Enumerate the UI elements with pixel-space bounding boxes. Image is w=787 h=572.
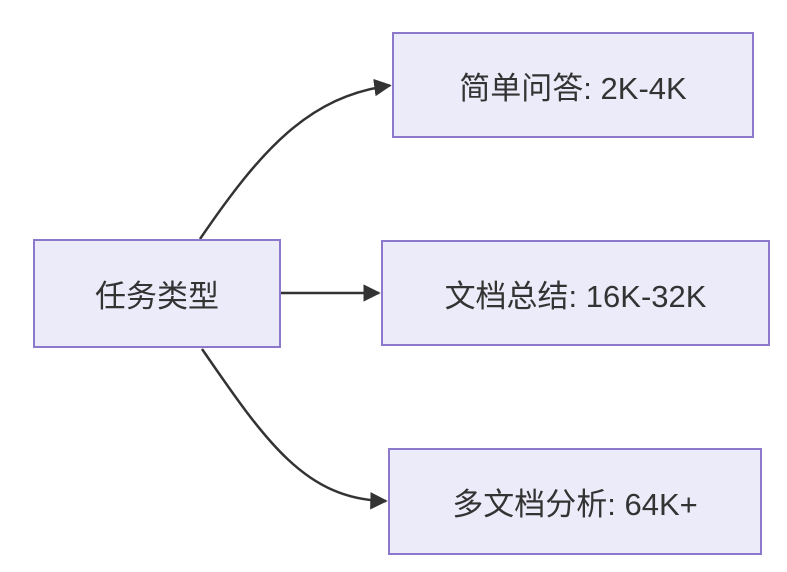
edge-to-simple-qa	[198, 78, 392, 240]
node-simple-qa: 简单问答: 2K-4K	[392, 32, 754, 138]
node-simple-qa-label: 简单问答: 2K-4K	[459, 70, 687, 106]
node-task-type-label: 任务类型	[95, 279, 219, 314]
node-multi-doc-label: 多文档分析: 64K+	[452, 487, 698, 522]
node-doc-summary: 文档总结: 16K-32K	[381, 240, 770, 346]
node-doc-summary-label: 文档总结: 16K-32K	[444, 278, 707, 314]
node-task-type: 任务类型	[33, 239, 281, 348]
edge-to-multi-doc	[200, 348, 388, 510]
node-multi-doc: 多文档分析: 64K+	[388, 448, 762, 555]
